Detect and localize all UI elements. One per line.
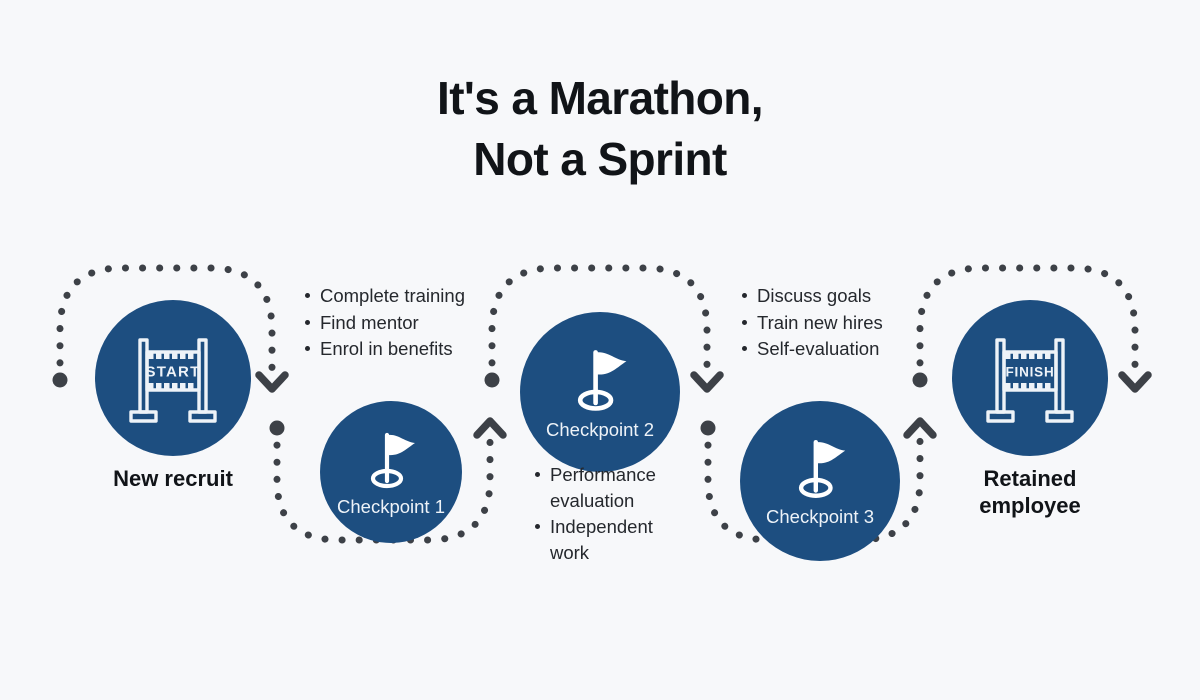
flow-node-retained-employee[interactable]: FINISH: [952, 300, 1108, 456]
bullet-group-checkpoint-2-tasks: Performance evaluation Independent work: [533, 462, 656, 567]
chevron-down-icon: [690, 371, 724, 393]
start-gate-icon: START: [129, 338, 217, 423]
flow-node-checkpoint-3[interactable]: Checkpoint 3: [740, 401, 900, 561]
flag-icon: [798, 440, 846, 499]
flow-node-new-recruit[interactable]: START: [95, 300, 251, 456]
list-item: Find mentor: [303, 310, 503, 336]
list-item: Independent work: [533, 514, 653, 565]
flag-icon: [370, 432, 415, 488]
list-item: Performance evaluation: [533, 462, 656, 513]
connector-1-origin-dot: [52, 372, 68, 388]
connector-4-path: [704, 424, 924, 544]
connector-3-origin-dot: [484, 372, 500, 388]
chevron-up-icon: [903, 417, 937, 439]
bullet-group-checkpoint-1-tasks: Complete training Find mentor Enrol in b…: [303, 283, 503, 363]
flag-icon: [577, 349, 627, 411]
flow-node-label-checkpoint-1: Checkpoint 1: [337, 495, 445, 517]
flow-node-label-checkpoint-3: Checkpoint 3: [766, 506, 874, 528]
chevron-up-icon: [473, 417, 507, 439]
connector-1-path: [56, 264, 276, 384]
list-item: Discuss goals: [740, 283, 940, 309]
flow-node-caption-retained-employee: Retained employee: [979, 466, 1081, 518]
page-title: It's a Marathon, Not a Sprint: [437, 72, 764, 186]
list-item: Train new hires: [740, 310, 940, 336]
connector-5-origin-dot: [912, 372, 928, 388]
flow-node-label-checkpoint-2: Checkpoint 2: [546, 418, 654, 440]
chevron-down-icon: [1118, 371, 1152, 393]
flow-node-checkpoint-2[interactable]: Checkpoint 2: [520, 312, 680, 472]
finish-gate-icon-text: FINISH: [1005, 365, 1054, 380]
list-item: Enrol in benefits: [303, 336, 503, 362]
flow-node-caption-new-recruit: New recruit: [113, 466, 233, 491]
bullet-group-checkpoint-3-tasks: Discuss goals Train new hires Self-evalu…: [740, 283, 940, 363]
connector-2-origin-dot: [269, 420, 285, 436]
flow-node-checkpoint-1[interactable]: Checkpoint 1: [320, 401, 462, 543]
start-gate-icon-text: START: [146, 364, 201, 381]
list-item: Self-evaluation: [740, 336, 940, 362]
list-item: Complete training: [303, 283, 503, 309]
finish-gate-icon: FINISH: [986, 338, 1074, 423]
chevron-down-icon: [255, 371, 289, 393]
connector-4-origin-dot: [700, 420, 716, 436]
